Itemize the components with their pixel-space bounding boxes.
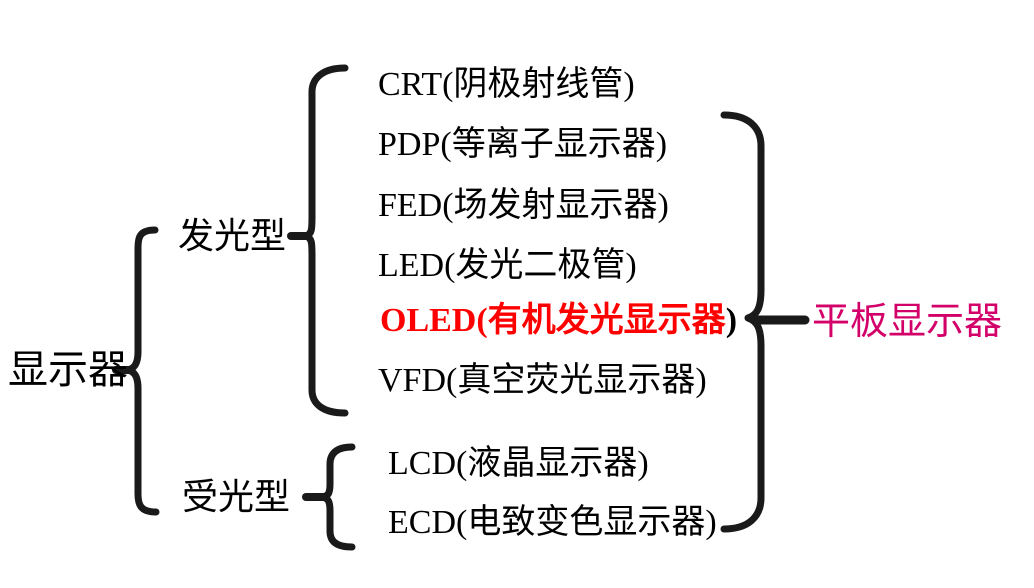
category-node-receptive[interactable]: 受光型 <box>182 477 291 517</box>
leaf-node-oled-text: OLED(有机发光显示器 <box>380 302 726 339</box>
leaf-node-fed[interactable]: FED(场发射显示器) <box>378 187 669 224</box>
leaf-node-lcd[interactable]: LCD(液晶显示器) <box>388 445 649 482</box>
leaf-node-pdp[interactable]: PDP(等离子显示器) <box>378 126 668 163</box>
leaf-node-led[interactable]: LED(发光二极管) <box>378 247 637 284</box>
category-node-emissive[interactable]: 发光型 <box>178 216 287 256</box>
leaf-node-ecd[interactable]: ECD(电致变色显示器) <box>388 504 717 541</box>
leaf-node-oled[interactable]: OLED(有机发光显示器) <box>380 304 737 338</box>
grouped-node-flat-panel-display[interactable]: 平板显示器 <box>812 301 1003 343</box>
leaf-node-oled-paren: ) <box>725 302 738 339</box>
root-node-display[interactable]: 显示器 <box>8 347 128 392</box>
leaf-node-vfd[interactable]: VFD(真空荧光显示器) <box>378 362 707 399</box>
brace-emissive <box>302 64 349 417</box>
leaf-node-crt[interactable]: CRT(阴极射线管) <box>378 66 635 103</box>
brace-flatpanel <box>720 111 765 533</box>
